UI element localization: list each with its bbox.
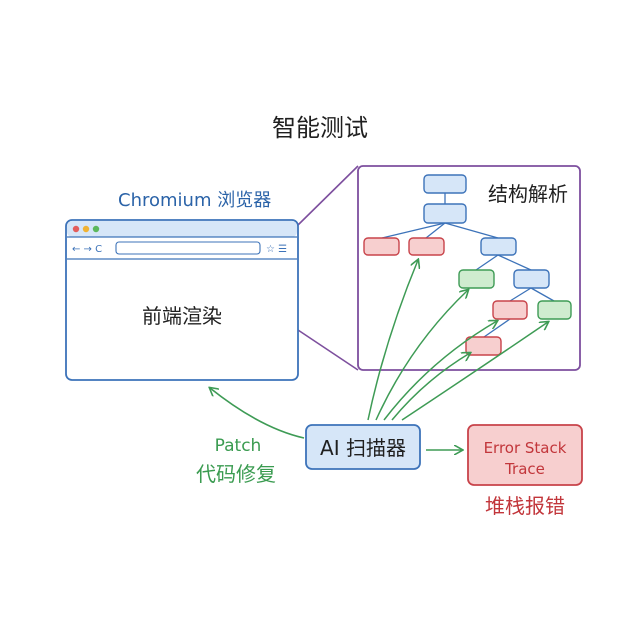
- tree-node-root: [423, 174, 467, 194]
- page-title: 智能测试: [272, 114, 368, 142]
- render-label: 前端渲染: [142, 304, 222, 328]
- tree-node-ok-left: [458, 269, 495, 289]
- close-dot: [72, 225, 80, 233]
- error-box: [467, 424, 583, 486]
- minimize-dot: [82, 225, 90, 233]
- scan-arrow-4: [391, 353, 470, 421]
- browser-nav-icons: ← → C: [72, 244, 102, 255]
- browser-label: Chromium 浏览器: [118, 190, 272, 211]
- zoom-line-bottom: [297, 329, 359, 371]
- tree-node-branch-2: [513, 269, 550, 289]
- tree-node-error-bottom: [465, 336, 502, 356]
- scan-arrow-3: [383, 321, 497, 421]
- patch-arrow: [210, 388, 305, 439]
- tree-node-error-deep: [492, 300, 528, 320]
- zoom-line-top: [297, 165, 359, 226]
- fix-label: 代码修复: [196, 462, 276, 486]
- scan-arrow-5: [401, 322, 548, 421]
- tree-node-level1: [423, 203, 467, 224]
- scan-arrow-2: [375, 290, 468, 421]
- browser-titlebar: [67, 221, 297, 237]
- tree-nodes: [363, 174, 572, 356]
- error-box-text: Error Stack Trace: [483, 439, 567, 478]
- tree-node-branch: [480, 237, 517, 256]
- parse-label: 结构解析: [488, 182, 568, 206]
- scanner-label: AI 扫描器: [320, 436, 406, 460]
- tree-node-error-mid: [408, 237, 445, 256]
- address-bar: [115, 241, 261, 255]
- scan-arrows: [367, 260, 548, 421]
- browser-window: ← → C ☆ ☰: [65, 219, 299, 381]
- tree-node-ok-right: [537, 300, 572, 320]
- browser-menu-icons: ☆ ☰: [266, 244, 287, 255]
- scan-arrow-1: [367, 260, 418, 421]
- scanner-box: [305, 424, 421, 470]
- maximize-dot: [92, 225, 100, 233]
- patch-label: Patch: [214, 436, 262, 456]
- error-caption: 堆栈报错: [485, 494, 565, 518]
- tree-node-error-left: [363, 237, 400, 256]
